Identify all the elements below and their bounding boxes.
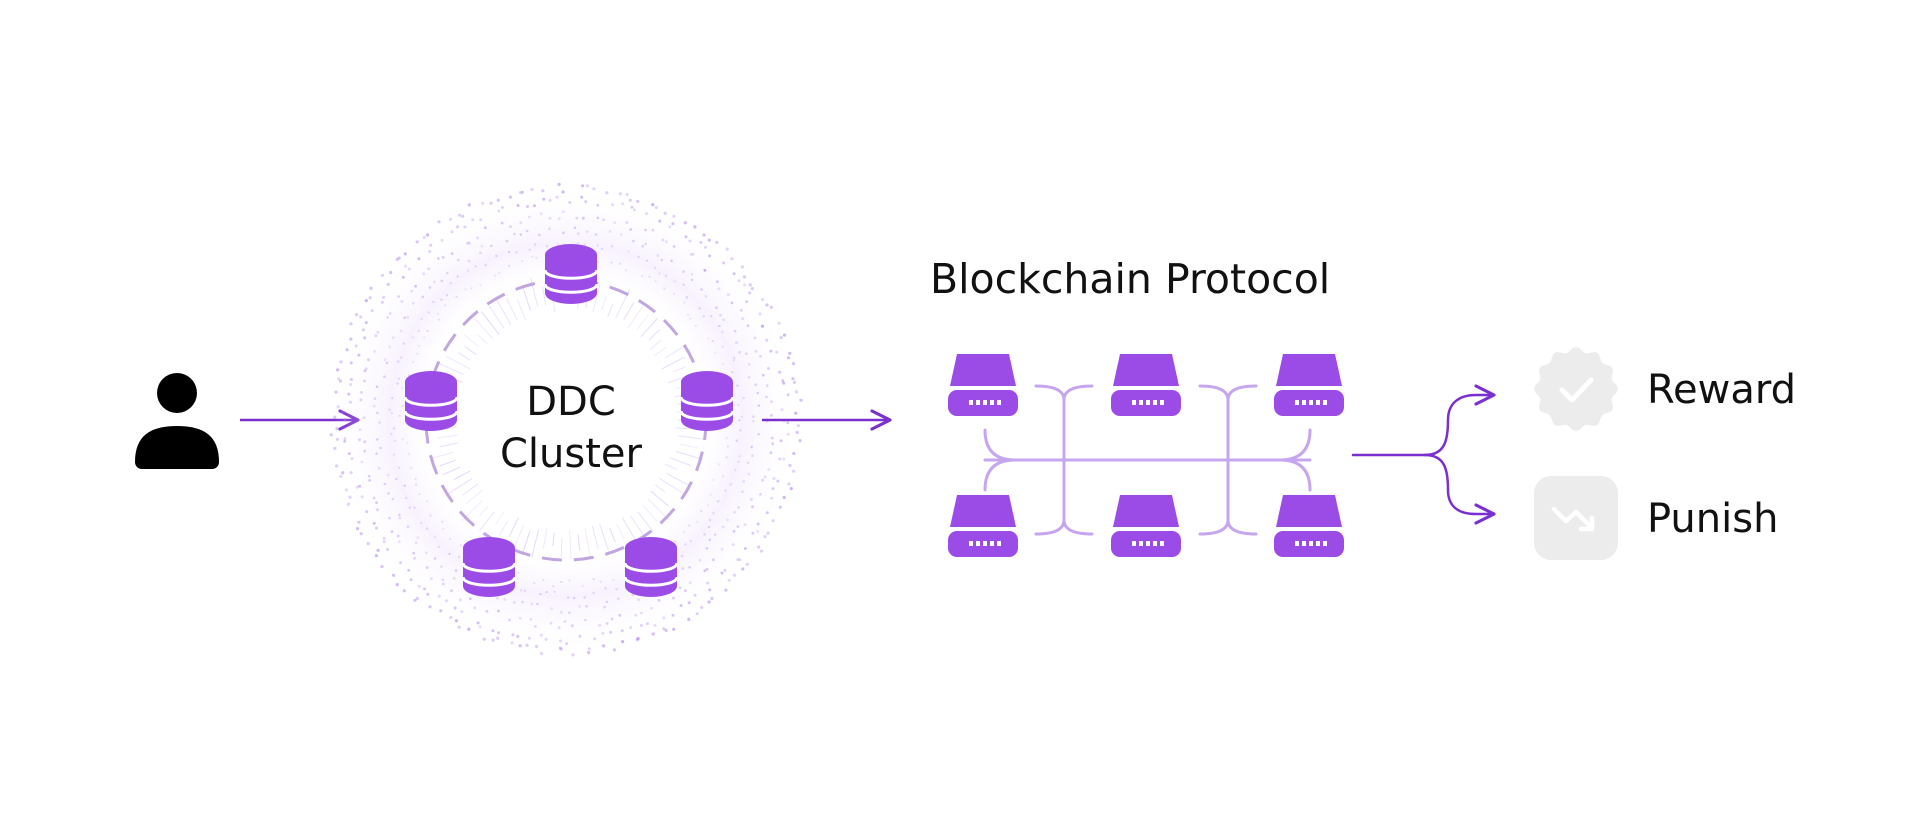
- protocol-connectors: [983, 384, 1312, 536]
- cluster-title-line1: DDC: [526, 379, 616, 425]
- punish-label: Punish: [1647, 496, 1778, 542]
- cluster-title-line2: Cluster: [500, 431, 643, 477]
- ddc-cluster: DDC Cluster: [329, 182, 803, 657]
- user-icon: [135, 373, 219, 469]
- database-icon: [623, 537, 679, 597]
- server-node-icon: [1111, 495, 1181, 557]
- server-node-icon: [1274, 354, 1344, 416]
- reward-label: Reward: [1647, 367, 1796, 413]
- badge-check-icon: [1534, 347, 1618, 431]
- trend-down-icon: [1534, 476, 1618, 560]
- server-node-icon: [948, 354, 1018, 416]
- server-node-icon: [1274, 495, 1344, 557]
- arrow-to-reward: [1423, 384, 1496, 457]
- server-node-icon: [1111, 354, 1181, 416]
- database-icon: [679, 371, 735, 431]
- blockchain-protocol: Blockchain Protocol: [930, 255, 1344, 557]
- punish-outcome: Punish: [1534, 476, 1778, 560]
- outcome-fork: [1351, 384, 1496, 525]
- server-node-icon: [948, 495, 1018, 557]
- database-icon: [403, 371, 459, 431]
- arrow-to-punish: [1423, 453, 1496, 525]
- protocol-title: Blockchain Protocol: [930, 255, 1330, 303]
- reward-outcome: Reward: [1534, 347, 1796, 431]
- database-icon: [543, 244, 599, 304]
- database-icon: [461, 537, 517, 597]
